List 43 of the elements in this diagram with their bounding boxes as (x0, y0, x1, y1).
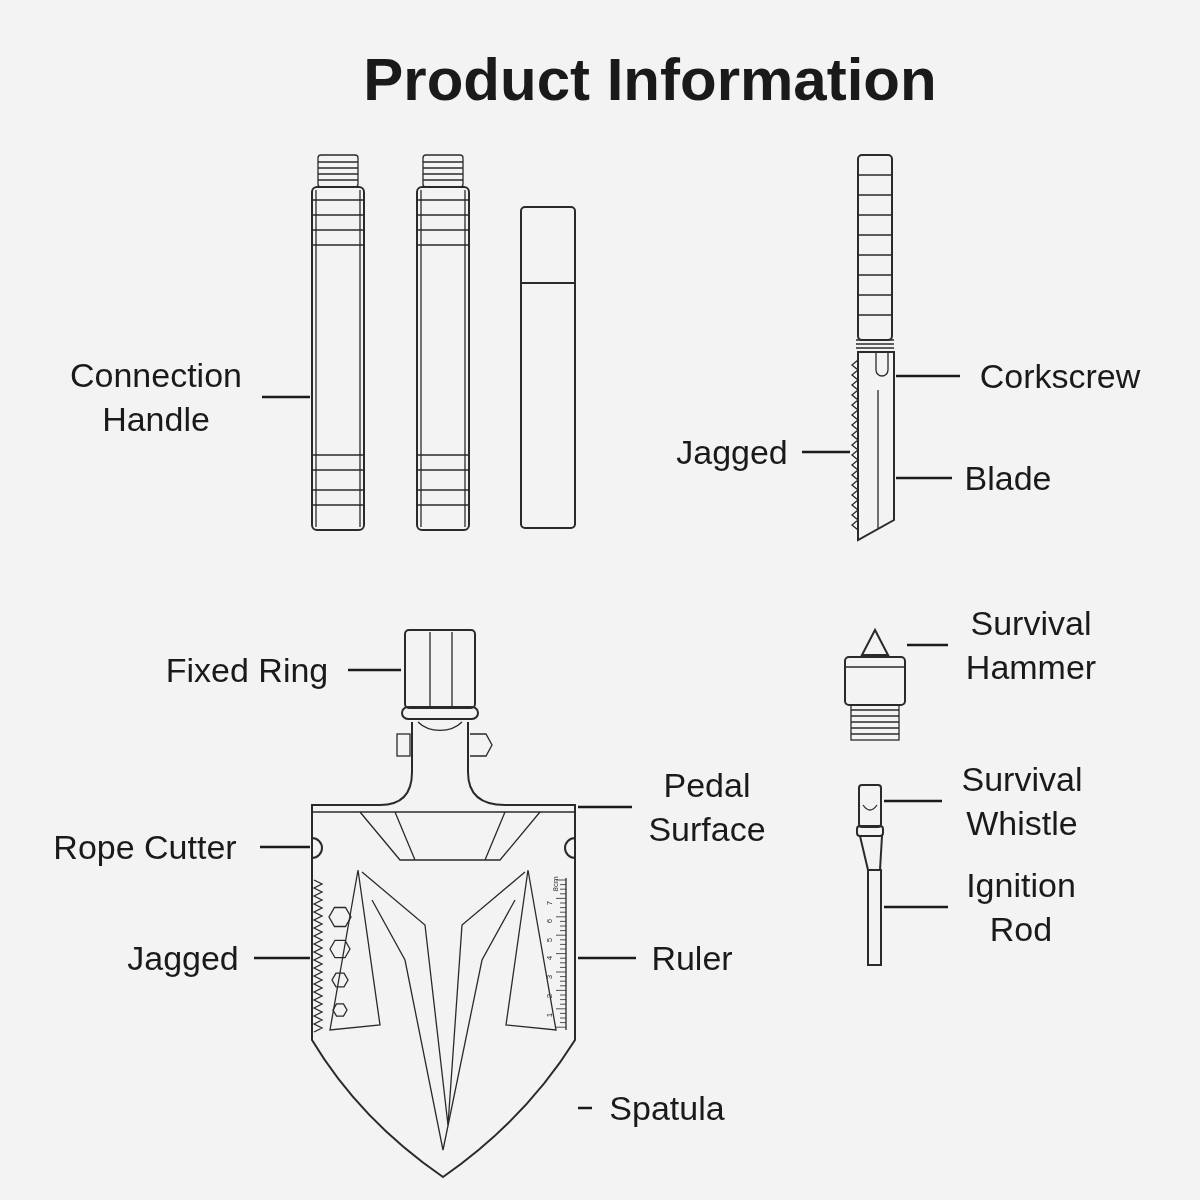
part-label: Survival Hammer (948, 600, 1114, 690)
ruler-number: 1 (546, 1012, 555, 1018)
part-label: Rope Cutter (30, 825, 260, 869)
ruler-number: 6 (546, 918, 555, 924)
ruler-number: 7 (546, 900, 555, 906)
handle-drawing (415, 153, 471, 532)
leader-line (260, 845, 310, 849)
leader-line (907, 643, 948, 647)
leader-line (896, 374, 960, 378)
part-label: Survival Whistle (942, 756, 1102, 846)
part-label: Blade (952, 456, 1064, 500)
part-label: Ignition Rod (948, 862, 1094, 952)
leader-line (896, 476, 952, 480)
part-label: Ruler (636, 936, 748, 980)
leader-line (884, 799, 942, 803)
fixed-ring-drawing (401, 628, 480, 721)
leader-line (578, 956, 636, 960)
ruler-number: 2 (546, 993, 555, 999)
saw-blade-drawing (850, 153, 896, 542)
leader-line (348, 668, 401, 672)
part-label: Jagged (662, 430, 802, 474)
leader-line (884, 905, 948, 909)
leader-line (802, 450, 850, 454)
part-label: Pedal Surface (632, 762, 782, 852)
leader-line (578, 1106, 592, 1110)
part-label: Fixed Ring (146, 648, 348, 692)
part-label: Connection Handle (50, 352, 262, 442)
handle-drawing (519, 205, 577, 530)
whistle-rod-drawing (855, 783, 884, 967)
leader-line (262, 395, 310, 399)
shovel-drawing (310, 721, 578, 1179)
part-label: Corkscrew (960, 354, 1160, 398)
ruler-number: 4 (546, 955, 555, 961)
handle-drawing (310, 153, 366, 532)
title: Product Information (362, 45, 938, 115)
part-label: Jagged (112, 936, 254, 980)
ruler-number: 3 (546, 974, 555, 980)
part-label: Spatula (592, 1086, 742, 1130)
hammer-drawing (843, 627, 907, 742)
leader-line (254, 956, 310, 960)
ruler-number: 8cm (551, 876, 560, 892)
ruler-number: 5 (546, 937, 555, 943)
leader-line (578, 805, 632, 809)
